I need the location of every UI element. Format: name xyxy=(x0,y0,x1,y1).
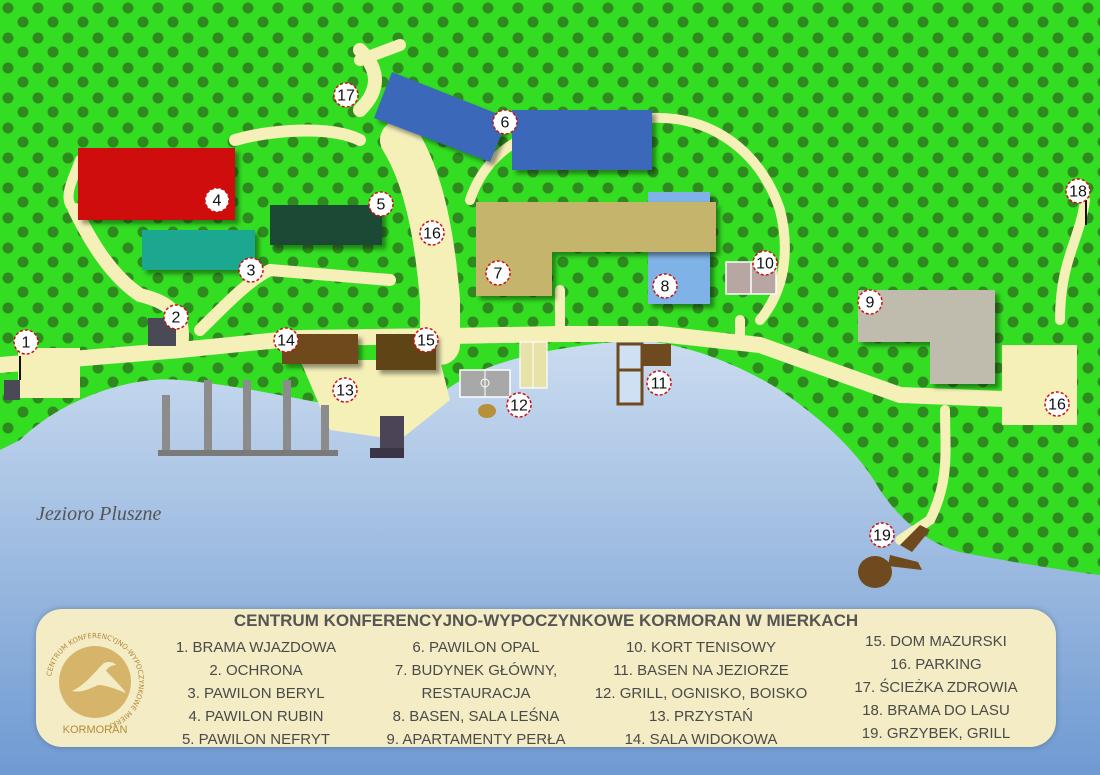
map-marker-number: 5 xyxy=(377,197,386,214)
map-marker-number: 16 xyxy=(1048,397,1066,414)
jetty-19 xyxy=(858,525,930,588)
legend-column-2: 6. PAWILON OPAL 7. BUDYNEK GŁÓWNY, RESTA… xyxy=(376,636,576,751)
legend-item: 11. BASEN NA JEZIORZE xyxy=(613,662,789,679)
sports-field xyxy=(459,369,511,398)
map-marker-number: 1 xyxy=(22,335,31,352)
map-marker-number: 18 xyxy=(1069,184,1087,201)
map-marker-5[interactable]: 5 xyxy=(368,191,394,217)
map-marker-15[interactable]: 15 xyxy=(413,327,439,353)
building-gate xyxy=(4,380,20,400)
map-marker-number: 4 xyxy=(213,193,222,210)
legend-item: 14. SALA WIDOKOWA xyxy=(624,731,778,748)
map-marker-number: 9 xyxy=(866,295,875,312)
building-perla xyxy=(858,290,995,384)
legend-item: 1. BRAMA WJAZDOWA xyxy=(175,639,337,656)
map-marker-18[interactable]: 18 xyxy=(1065,178,1091,204)
legend-item: 7. BUDYNEK GŁÓWNY, xyxy=(394,662,558,679)
map-marker-number: 17 xyxy=(337,88,355,105)
map-marker-number: 12 xyxy=(510,398,528,415)
map-marker-16[interactable]: 16 xyxy=(1044,391,1070,417)
map-marker-11[interactable]: 11 xyxy=(646,370,672,396)
map-marker-number: 7 xyxy=(494,266,503,283)
boathouse-base xyxy=(370,448,404,458)
map-marker-12[interactable]: 12 xyxy=(506,392,532,418)
map-marker-6[interactable]: 6 xyxy=(492,109,518,135)
map-marker-8[interactable]: 8 xyxy=(652,273,678,299)
map-marker-2[interactable]: 2 xyxy=(163,304,189,330)
lake-label: Jezioro Pluszne xyxy=(36,503,161,525)
marina-piers xyxy=(158,380,338,456)
kormoran-logo: CENTRUM KONFERENCYJNO-WYPOCZYNKOWE MIERK… xyxy=(45,632,145,735)
legend-item: 5. PAWILON NEFRYT xyxy=(181,731,331,748)
legend-item: 16. PARKING xyxy=(890,656,982,673)
building-main xyxy=(476,202,716,296)
map-marker-13[interactable]: 13 xyxy=(332,377,358,403)
legend-item: 4. PAWILON RUBIN xyxy=(188,708,324,725)
map-marker-number: 2 xyxy=(172,310,181,327)
legend-column-4: 15. DOM MAZURSKI 16. PARKING 17. ŚCIEŻKA… xyxy=(831,630,1041,745)
lake-pool xyxy=(616,342,671,406)
map-marker-number: 8 xyxy=(661,279,670,296)
map-marker-3[interactable]: 3 xyxy=(238,257,264,283)
legend-item: 2. OCHRONA xyxy=(209,662,303,679)
map-marker-number: 16 xyxy=(423,226,441,243)
legend-title: CENTRUM KONFERENCYJNO-WYPOCZYNKOWE KORMO… xyxy=(233,611,859,630)
legend-item: 15. DOM MAZURSKI xyxy=(865,633,1007,650)
legend-item: 3. PAWILON BERYL xyxy=(187,685,325,702)
legend-column-1: 1. BRAMA WJAZDOWA 2. OCHRONA 3. PAWILON … xyxy=(156,636,356,751)
logo-name: KORMORAN xyxy=(63,724,128,735)
map-marker-number: 19 xyxy=(873,528,891,545)
legend-item: 19. GRZYBEK, GRILL xyxy=(861,725,1011,742)
legend-item: 13. PRZYSTAŃ xyxy=(649,708,753,725)
map-marker-4[interactable]: 4 xyxy=(204,187,230,213)
legend-item: 17. ŚCIEŻKA ZDROWIA xyxy=(854,679,1018,696)
map-marker-number: 11 xyxy=(651,376,668,393)
map-marker-19[interactable]: 19 xyxy=(869,522,895,548)
map-marker-number: 13 xyxy=(336,383,354,400)
building-beryl xyxy=(142,230,255,270)
building-opal-b xyxy=(512,110,652,170)
fire-pit xyxy=(478,404,496,418)
beach-13 xyxy=(300,360,450,440)
legend-item: 8. BASEN, SALA LEŚNA xyxy=(392,708,560,725)
map-marker-16[interactable]: 16 xyxy=(419,220,445,246)
legend-item: 9. APARTAMENTY PERŁA xyxy=(386,731,566,748)
map-marker-number: 10 xyxy=(756,256,774,273)
map-marker-number: 14 xyxy=(277,333,295,350)
map-marker-17[interactable]: 17 xyxy=(333,82,359,108)
legend-panel: CENTRUM KONFERENCYJNO-WYPOCZYNKOWE KORMO… xyxy=(36,609,1056,748)
map-marker-number: 3 xyxy=(247,263,256,280)
map-marker-10[interactable]: 10 xyxy=(752,250,778,276)
volley-court xyxy=(519,341,548,389)
legend-item: 10. KORT TENISOWY xyxy=(625,639,777,656)
legend-item: 6. PAWILON OPAL xyxy=(412,639,540,656)
map-marker-number: 6 xyxy=(501,115,510,132)
legend-item: RESTAURACJA xyxy=(421,685,531,702)
building-opal-a xyxy=(374,72,508,162)
map-marker-9[interactable]: 9 xyxy=(857,289,883,315)
map-marker-1[interactable]: 1 xyxy=(13,329,39,355)
map-marker-number: 15 xyxy=(417,333,435,350)
building-nefryt xyxy=(270,205,382,245)
legend-item: 18. BRAMA DO LASU xyxy=(862,702,1010,719)
map-marker-14[interactable]: 14 xyxy=(273,327,299,353)
map-marker-7[interactable]: 7 xyxy=(485,260,511,286)
legend-column-3: 10. KORT TENISOWY 11. BASEN NA JEZIORZE … xyxy=(586,636,816,751)
legend-item: 12. GRILL, OGNISKO, BOISKO xyxy=(594,685,808,702)
entrance-square xyxy=(18,348,80,398)
